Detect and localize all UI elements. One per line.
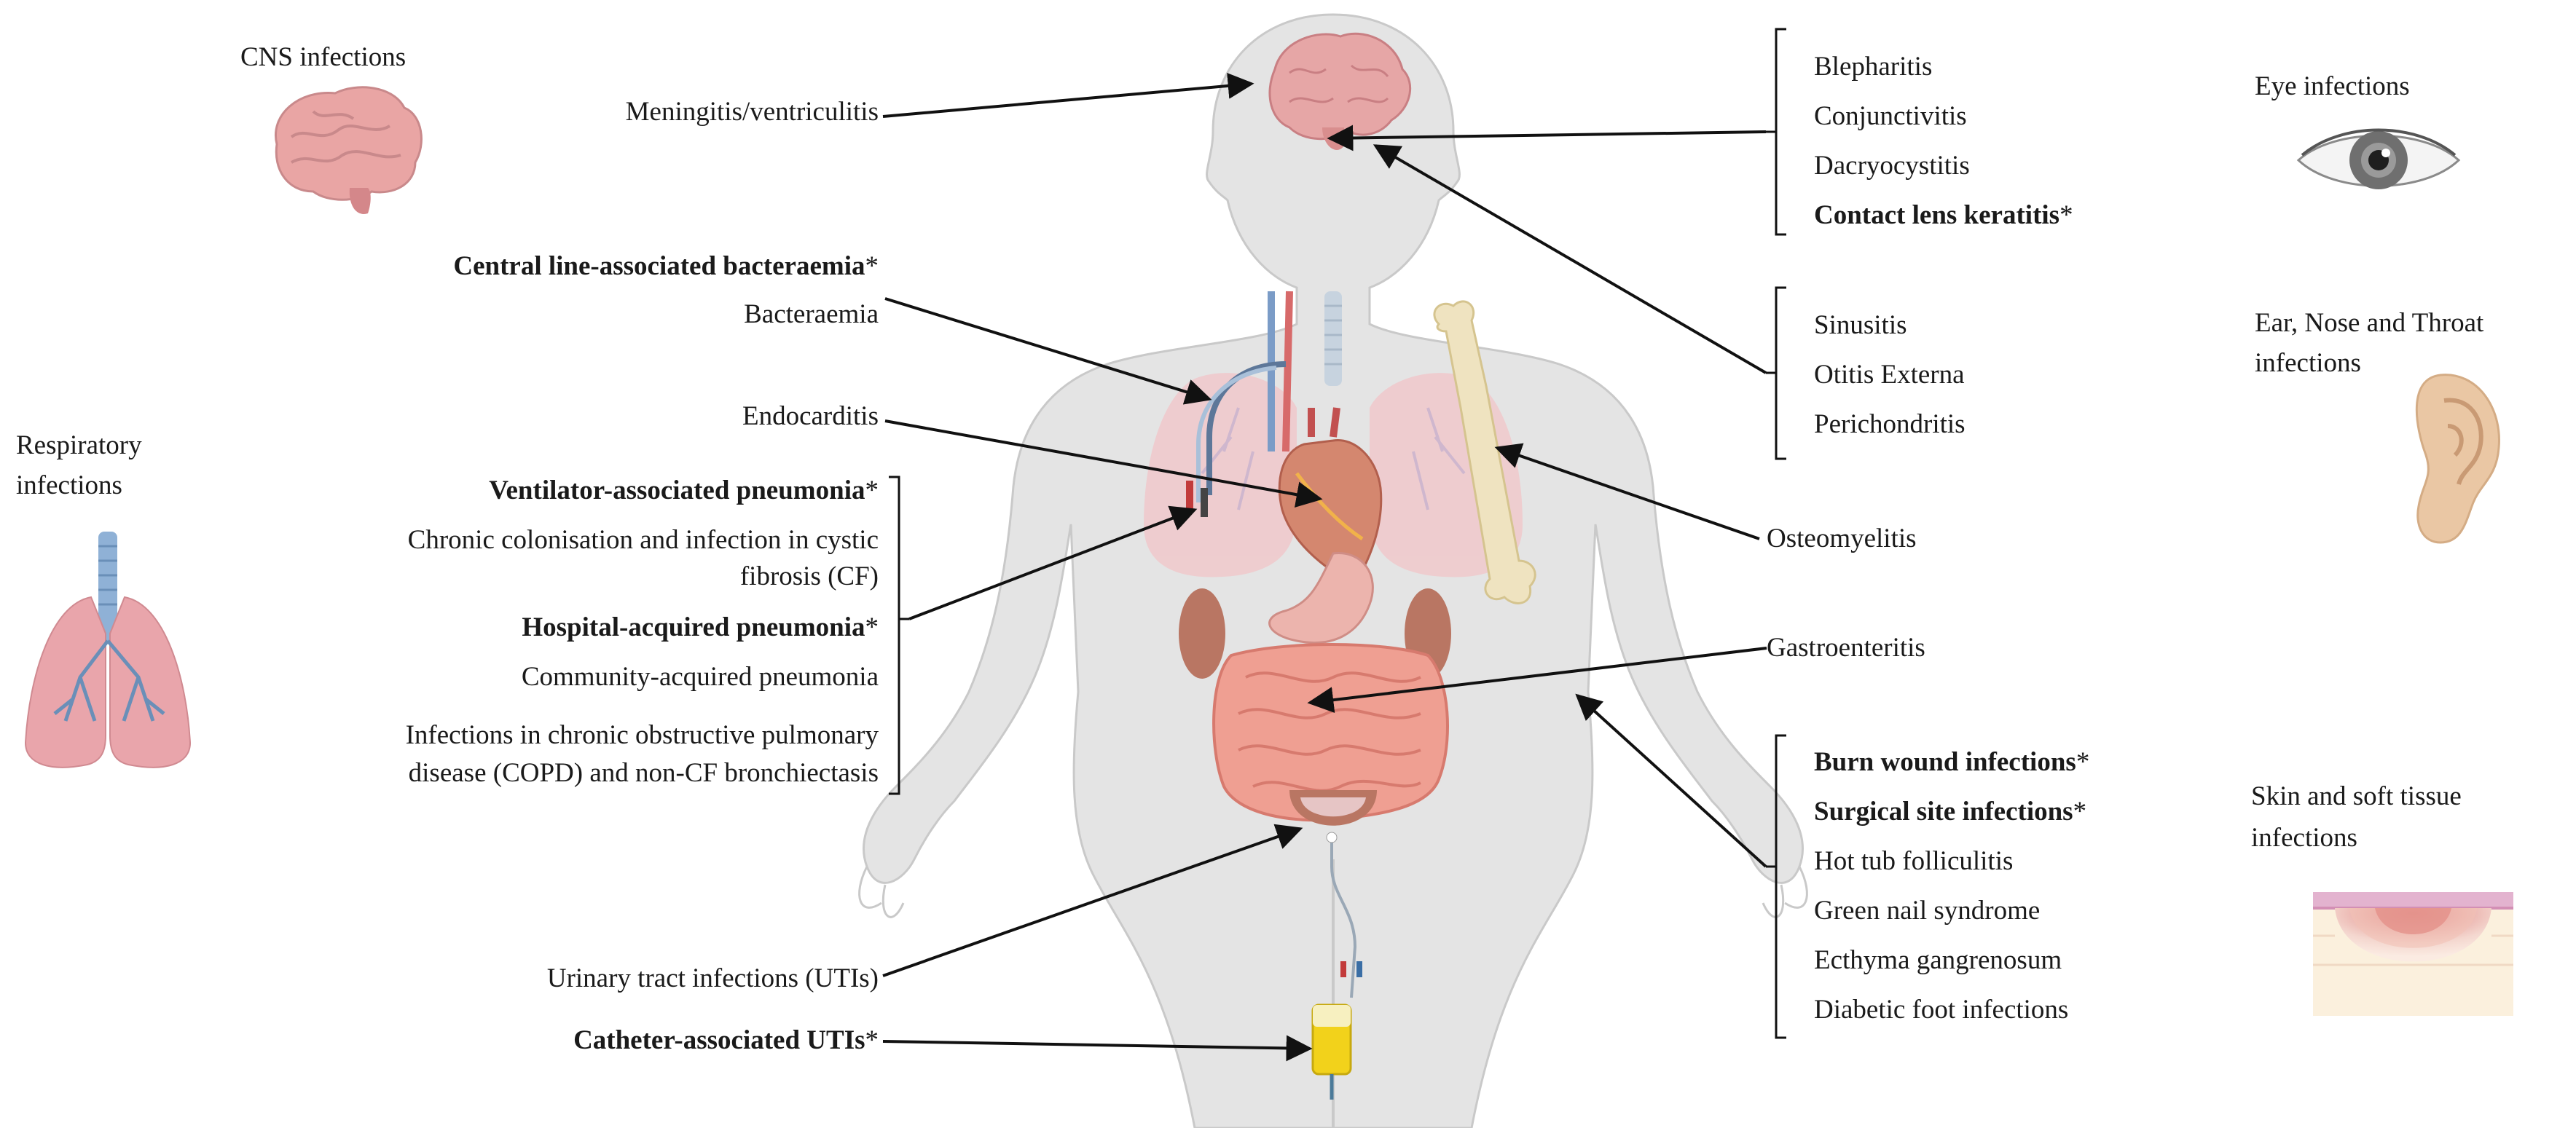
label-keratitis-text: Contact lens keratitis — [1814, 200, 2060, 230]
label-cauti-text: Catheter-associated UTIs — [573, 1025, 865, 1055]
category-ent-line1: Ear, Nose and Throat — [2255, 308, 2484, 338]
category-cns: CNS infections — [240, 42, 407, 72]
asterisk: * — [865, 251, 879, 281]
label-surgical: Surgical site infections* — [1814, 796, 2086, 828]
category-respiratory-line1: Respiratory — [16, 430, 142, 460]
category-skin-line1: Skin and soft tissue — [2251, 781, 2462, 811]
label-meningitis: Meningitis/ventriculitis — [625, 97, 879, 127]
asterisk: * — [2076, 747, 2090, 777]
label-gastroenteritis: Gastroenteritis — [1767, 633, 1925, 663]
ear-icon — [2415, 374, 2500, 544]
label-bacteraemia: Bacteraemia — [744, 299, 879, 329]
label-surgical-text: Surgical site infections — [1814, 797, 2073, 827]
label-dacryocystitis: Dacryocystitis — [1814, 151, 1970, 181]
label-blepharitis: Blepharitis — [1814, 52, 1933, 82]
label-copd-line1: Infections in chronic obstructive pulmon… — [405, 720, 879, 750]
label-ecthyma: Ecthyma gangrenosum — [1814, 945, 2062, 975]
bladder-catheter — [1289, 790, 1377, 998]
label-cf-line1: Chronic colonisation and infection in cy… — [407, 525, 879, 555]
label-keratitis: Contact lens keratitis* — [1814, 200, 2073, 232]
label-osteomyelitis: Osteomyelitis — [1767, 524, 1917, 553]
label-conjunctivitis: Conjunctivitis — [1814, 101, 1967, 131]
label-sinusitis: Sinusitis — [1814, 310, 1907, 340]
label-hap-text: Hospital-acquired pneumonia — [522, 612, 865, 642]
arrows — [882, 72, 1767, 1062]
brain-icon — [275, 86, 423, 214]
arrow-cauti — [882, 1035, 1313, 1062]
category-eye: Eye infections — [2255, 71, 2410, 101]
label-otitis: Otitis Externa — [1814, 360, 1965, 390]
arrow-uti — [882, 824, 1303, 977]
arrow-eye — [1327, 125, 1767, 151]
arrow-respiratory — [908, 505, 1198, 620]
asterisk: * — [865, 1025, 879, 1055]
label-perichondritis: Perichondritis — [1814, 409, 1966, 439]
lungs-icon — [24, 532, 192, 768]
bone-icon — [1433, 300, 1536, 604]
label-hap: Hospital-acquired pneumonia* — [522, 612, 879, 644]
arrow-ent — [1373, 144, 1767, 374]
label-clabsi: Central line-associated bacteraemia* — [453, 251, 879, 283]
eye-icon — [2296, 128, 2461, 189]
label-vap-text: Ventilator-associated pneumonia — [489, 476, 865, 505]
arrow-gastro — [1307, 647, 1767, 714]
category-ent-line2: infections — [2255, 348, 2361, 378]
skin-layers-icon — [2313, 892, 2513, 1016]
bracket-respiratory — [889, 476, 900, 795]
label-cap: Community-acquired pneumonia — [521, 662, 879, 692]
brackets — [889, 28, 1786, 1039]
label-vap: Ventilator-associated pneumonia* — [489, 475, 879, 507]
arrow-bacteraemia — [884, 297, 1212, 405]
asterisk: * — [2059, 200, 2073, 230]
asterisk: * — [865, 476, 879, 505]
label-diabetic: Diabetic foot infections — [1814, 995, 2069, 1025]
label-burn: Burn wound infections* — [1814, 746, 2089, 778]
digestive-organs — [1179, 552, 1451, 679]
category-skin-line2: infections — [2251, 823, 2357, 853]
asterisk: * — [865, 612, 879, 642]
arrow-osteomyelitis — [1494, 443, 1760, 540]
central-line-vessels — [1186, 291, 1293, 517]
label-endocarditis: Endocarditis — [742, 401, 879, 431]
label-green-nail: Green nail syndrome — [1814, 896, 2041, 926]
label-hot-tub: Hot tub folliculitis — [1814, 846, 2014, 876]
label-cf-line2: fibrosis (CF) — [739, 561, 879, 591]
asterisk: * — [2073, 797, 2087, 827]
label-clabsi-text: Central line-associated bacteraemia — [453, 251, 865, 281]
bracket-eye — [1775, 28, 1786, 236]
arrow-meningitis — [882, 72, 1254, 118]
arrow-endocarditis — [884, 419, 1323, 508]
arrow-skin — [1575, 693, 1767, 868]
bracket-ent — [1775, 286, 1786, 460]
bracket-skin — [1775, 734, 1786, 1039]
label-uti: Urinary tract infections (UTIs) — [546, 963, 879, 993]
label-cauti: Catheter-associated UTIs* — [573, 1025, 879, 1057]
label-copd-line2: disease (COPD) and non-CF bronchiectasis — [408, 758, 879, 788]
category-respiratory-line2: infections — [16, 470, 122, 500]
trachea — [1324, 291, 1342, 386]
label-burn-text: Burn wound infections — [1814, 747, 2076, 777]
urine-bag-icon — [1311, 1003, 1352, 1100]
intestine-icon — [1212, 643, 1449, 822]
